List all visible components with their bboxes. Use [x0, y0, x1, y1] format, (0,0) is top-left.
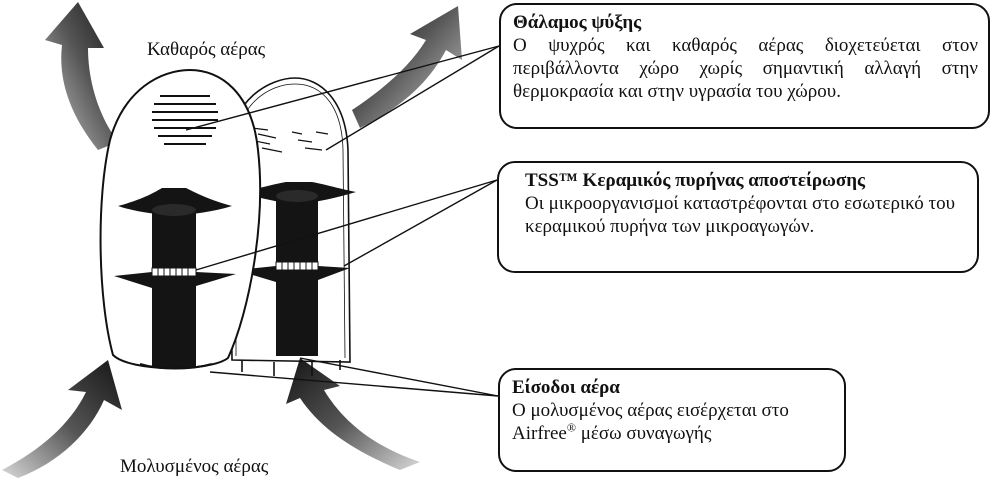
air-inlets-title: Είσοδοι αέρα	[512, 377, 620, 398]
polluted-air-arrow-left-icon	[2, 360, 122, 478]
cooling-chamber-callout: Θάλαμος ψύξης Ο ψυχρός και καθαρός αέρας…	[499, 3, 990, 129]
clean-air-arrow-right-icon	[352, 6, 462, 128]
ceramic-core-front-icon	[114, 188, 236, 370]
ceramic-core-title: TSS™ Κεραμικός πυρήνας αποστείρωσης	[525, 170, 866, 191]
air-outlet-grille-icon	[152, 95, 218, 145]
ceramic-core-text: Οι μικροοργανισμοί καταστρέφονται στο εσ…	[525, 193, 956, 237]
air-inlets-callout: Είσοδοι αέρα Ο μολυσμένος αέρας εισέρχετ…	[498, 368, 846, 472]
air-inlets-text-line1: Ο μολυσμένος αέρας εισέρχεται στο	[512, 400, 789, 421]
cooling-chamber-text: Ο ψυχρός και καθαρός αέρας διοχετεύεται …	[513, 35, 978, 102]
ceramic-core-callout: TSS™ Κεραμικός πυρήνας αποστείρωσης Οι μ…	[497, 161, 979, 273]
polluted-air-arrow-right-icon	[286, 358, 420, 470]
airfree-unit-back	[229, 77, 351, 376]
air-inlets-text-line2: μέσω συναγωγής	[575, 423, 712, 444]
clean-air-arrow-left-icon	[45, 2, 118, 150]
brand-name: Airfree	[512, 423, 567, 444]
polluted-air-label: Μολυσμένος αέρας	[120, 456, 269, 477]
leader-lines	[185, 45, 500, 397]
cooling-chamber-title: Θάλαμος ψύξης	[513, 12, 642, 33]
registered-mark: ®	[566, 420, 576, 435]
ceramic-core-back-icon	[236, 182, 356, 356]
clean-air-label: Καθαρός αέρας	[147, 39, 266, 60]
